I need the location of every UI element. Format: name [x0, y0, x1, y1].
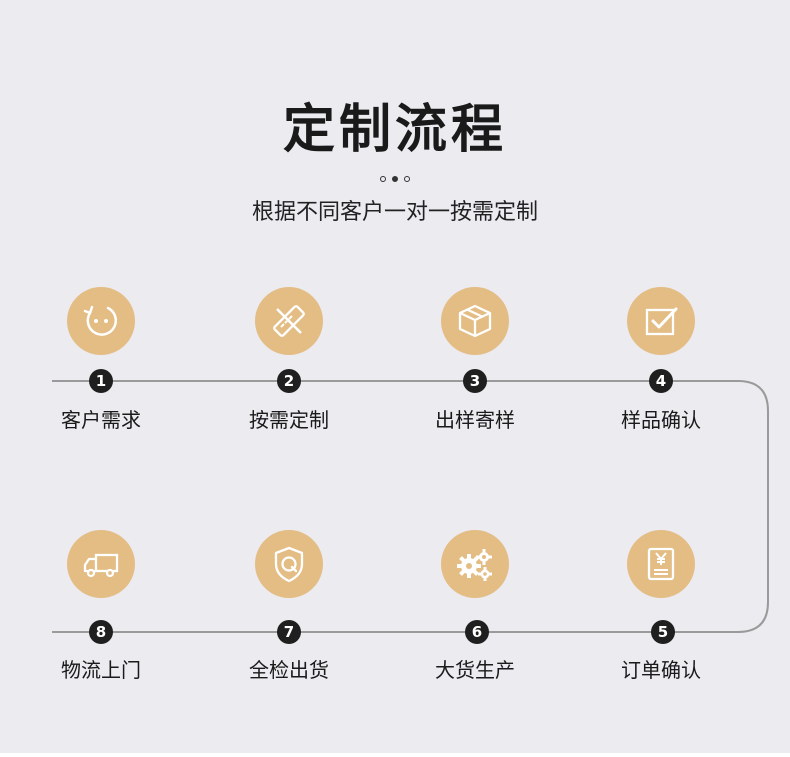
step-4-number: 4 [649, 369, 673, 393]
step-2-label: 按需定制 [249, 408, 329, 432]
delivery-truck-icon [83, 553, 119, 578]
step-2-icon-circle [255, 287, 323, 355]
step-5-label: 订单确认 [621, 658, 701, 682]
invoice-icon [647, 547, 675, 581]
divider-dot [404, 176, 410, 182]
checkbox-icon [645, 307, 678, 336]
step-5-number: 5 [651, 620, 675, 644]
step-3-icon-circle [441, 287, 509, 355]
step-3-label: 出样寄样 [435, 408, 515, 432]
step-7-number: 7 [277, 620, 301, 644]
step-8-number: 8 [89, 620, 113, 644]
pencil-ruler-icon [273, 305, 305, 337]
quality-shield-icon [274, 546, 304, 583]
step-8-label: 物流上门 [61, 658, 141, 682]
step-6-number: 6 [465, 620, 489, 644]
page-subtitle: 根据不同客户一对一按需定制 [251, 200, 538, 225]
step-2-number: 2 [277, 369, 301, 393]
step-1-number: 1 [89, 369, 113, 393]
step-4-label: 样品确认 [621, 408, 701, 432]
bottom-border [0, 753, 790, 757]
step-7-icon-circle [255, 530, 323, 598]
package-box-icon [458, 304, 492, 338]
gears-icon [457, 549, 492, 581]
divider-dot [392, 176, 398, 182]
step-7-label: 全检出货 [249, 658, 329, 682]
step-6-label: 大货生产 [435, 658, 515, 682]
step-1-icon-circle [67, 287, 135, 355]
divider-dot [380, 176, 386, 182]
page-title: 定制流程 [282, 100, 507, 160]
chat-bubble-icon [83, 305, 118, 336]
step-6-icon-circle [441, 530, 509, 598]
step-4-icon-circle [627, 287, 695, 355]
step-5-icon-circle [627, 530, 695, 598]
title-divider-dots [0, 176, 790, 182]
step-1-label: 客户需求 [61, 408, 141, 432]
step-3-number: 3 [463, 369, 487, 393]
step-8-icon-circle [67, 530, 135, 598]
